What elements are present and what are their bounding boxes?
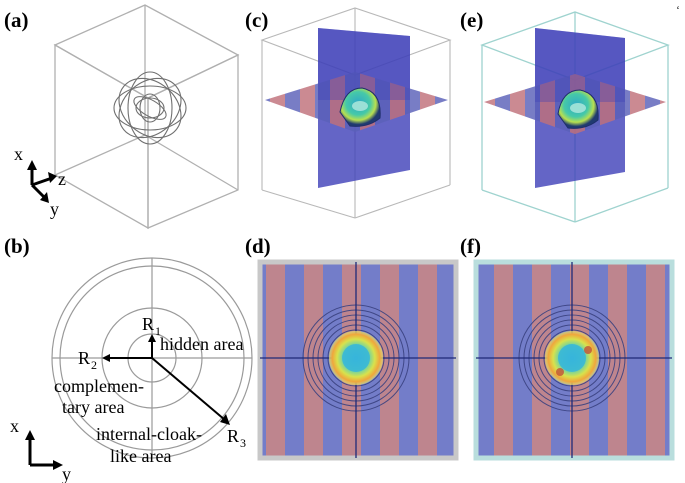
panel-label-d: (d): [245, 234, 271, 258]
axes-top: x z y: [14, 144, 66, 219]
label-r3: R: [227, 426, 239, 446]
axis-x-label-top: x: [14, 144, 23, 164]
axes-bottom: x y: [10, 416, 71, 483]
label-internal-1: internal-cloak-: [96, 424, 202, 444]
field-view-f: [473, 259, 675, 461]
label-r3-sub: 3: [240, 436, 246, 450]
label-r1: R: [142, 314, 154, 334]
svg-text:‘: ‘: [676, 3, 680, 17]
panel-label-a: (a): [4, 8, 29, 32]
label-r1-sub: 1: [155, 324, 161, 338]
cube-a: [53, 4, 240, 230]
label-r2-sub: 2: [91, 358, 97, 372]
label-internal-2: like area: [110, 446, 171, 466]
axis-y-label-top: y: [50, 199, 59, 219]
panel-label-b: (b): [4, 234, 30, 258]
axis-y-label-bottom: y: [62, 464, 71, 483]
panel-label-f: (f): [460, 234, 481, 258]
label-hidden-area: hidden area: [160, 334, 243, 354]
axis-x-label-bottom: x: [10, 416, 19, 436]
axis-z-label-top: z: [58, 169, 66, 189]
panel-label-c: (c): [245, 8, 269, 32]
label-complementary-1: complemen-: [54, 376, 144, 396]
label-r2: R: [78, 348, 90, 368]
label-complementary-2: tary area: [62, 397, 124, 417]
field-view-d: [257, 259, 459, 461]
ellipse-shells-a: [113, 71, 187, 145]
cube-e: [480, 11, 670, 223]
schematic-b: R 1 R 2 R 3 hidden area complemen- tary …: [51, 257, 253, 466]
cube-c: [260, 7, 452, 219]
panel-label-e: (e): [460, 8, 484, 32]
